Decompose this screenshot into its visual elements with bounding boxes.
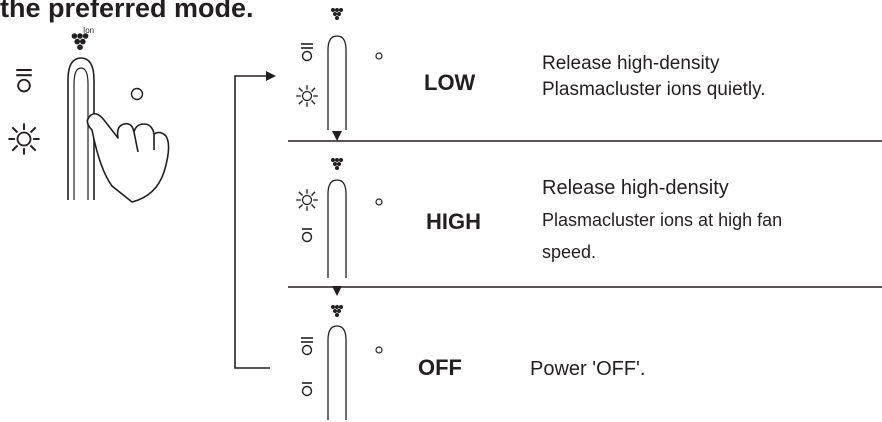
down-arrow-1 (332, 131, 342, 141)
indicator-dot-icon (375, 52, 383, 60)
desc-line: Plasmacluster ions at high fan (542, 210, 783, 230)
ion-label: Ion (83, 26, 94, 35)
switch-slot (327, 179, 347, 278)
panel-low (295, 8, 383, 130)
switch-slot (327, 325, 347, 420)
hand-press-icon (86, 112, 170, 203)
illustration-panel: Ion (7, 26, 170, 203)
indicator-dot-icon (375, 346, 383, 354)
mode-desc-high: Release high-density Plasmacluster ions … (542, 172, 782, 268)
indicator-dot-icon (130, 87, 144, 101)
mode-desc-off: Power 'OFF'. (530, 356, 645, 382)
lamp-off-icon (15, 68, 33, 93)
switch-slot (67, 57, 95, 200)
mode-label-low: LOW (424, 70, 476, 95)
mode-label-high: HIGH (426, 209, 481, 234)
desc-line: Power 'OFF'. (530, 358, 646, 380)
lamp-on-icon (7, 122, 41, 156)
cycle-arrowhead (266, 71, 276, 81)
page-heading: the preferred mode. (0, 0, 254, 23)
ion-cluster-icon (331, 158, 343, 170)
panel-off (300, 305, 383, 420)
down-arrow-2 (332, 286, 342, 296)
indicator-dot-icon (375, 198, 383, 206)
desc-line: Release high-density (542, 53, 720, 74)
mode-desc-low: Release high-density Plasmacluster ions … (542, 51, 766, 103)
lamp-on-icon (295, 84, 319, 108)
lamp-off-icon (301, 228, 313, 243)
lamp-off-icon (300, 43, 314, 62)
ion-cluster-icon (71, 33, 89, 50)
mode-label-off: OFF (418, 355, 462, 380)
desc-line: Release high-density (542, 177, 729, 199)
lamp-off-icon (300, 337, 314, 356)
ion-cluster-icon (331, 8, 343, 20)
desc-line: speed. (542, 242, 597, 262)
cycle-bracket (234, 75, 270, 369)
switch-slot (327, 35, 347, 130)
desc-line: Plasmacluster ions quietly. (542, 79, 766, 100)
lamp-on-icon (295, 188, 319, 212)
lamp-off-icon (301, 382, 313, 397)
ion-cluster-icon (331, 305, 343, 317)
panel-high (295, 158, 383, 278)
